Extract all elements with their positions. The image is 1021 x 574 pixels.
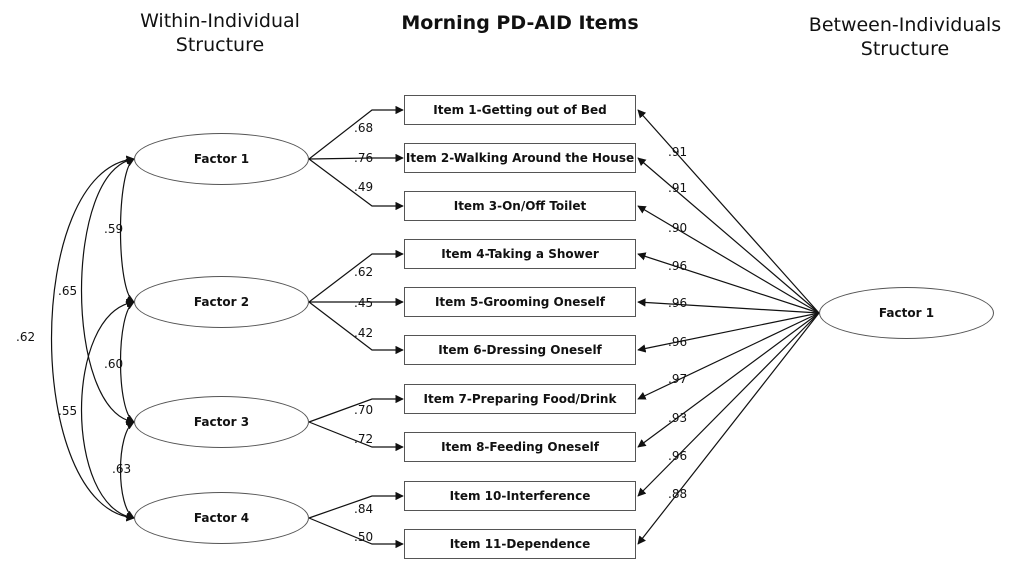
item-box-3: Item 3-On/Off Toilet <box>404 191 636 221</box>
within-loading-label: .84 <box>354 502 374 516</box>
between-factor-1: Factor 1 <box>819 287 994 339</box>
within-factor-2: Factor 2 <box>134 276 309 328</box>
between-loading-arrow <box>637 157 820 314</box>
within-loading-arrow <box>308 105 404 160</box>
between-structure-header: Between-Individuals Structure <box>808 14 1002 60</box>
between-loading-label: .96 <box>668 259 688 273</box>
within-loading-arrow <box>308 158 404 211</box>
item-box-8: Item 8-Feeding Oneself <box>404 432 636 462</box>
within-loading-label: .50 <box>354 530 374 544</box>
within-loading-arrow <box>308 517 404 549</box>
item-box-5: Item 5-Grooming Oneself <box>404 287 636 317</box>
correlation-label: .60 <box>104 357 124 371</box>
between-loading-label: .88 <box>668 487 688 501</box>
correlation-curve <box>50 155 135 522</box>
between-loading-arrow <box>637 312 820 353</box>
within-loading-label: .62 <box>354 265 374 279</box>
within-loading-label: .72 <box>354 432 374 446</box>
correlation-label: .59 <box>104 222 124 236</box>
within-loading-label: .45 <box>354 296 374 310</box>
between-loading-arrow <box>637 312 820 448</box>
between-loading-label: .90 <box>668 221 688 235</box>
item-box-7: Item 7-Preparing Food/Drink <box>404 384 636 414</box>
item-box-1: Item 1-Getting out of Bed <box>404 95 636 125</box>
between-loading-arrow <box>637 312 820 497</box>
within-factor-1: Factor 1 <box>134 133 309 185</box>
item-box-2: Item 2-Walking Around the House <box>404 143 636 173</box>
item-box-10: Item 10-Interference <box>404 481 636 511</box>
between-loading-label: .96 <box>668 296 688 310</box>
between-loading-label: .91 <box>668 181 688 195</box>
within-loading-label: .42 <box>354 326 374 340</box>
within-loading-arrow <box>308 421 404 452</box>
item-box-6: Item 6-Dressing Oneself <box>404 335 636 365</box>
between-loading-label: .93 <box>668 411 688 425</box>
between-loading-label: .96 <box>668 449 688 463</box>
items-header: Morning PD-AID Items <box>401 12 639 34</box>
between-loading-arrow <box>637 312 820 545</box>
correlation-label: .62 <box>16 330 36 344</box>
within-structure-header: Within-Individual Structure <box>140 10 300 56</box>
within-factor-3: Factor 3 <box>134 396 309 448</box>
between-loading-label: .96 <box>668 335 688 349</box>
correlation-curve <box>81 298 135 522</box>
correlation-label: .65 <box>58 284 78 298</box>
within-loading-arrow <box>308 491 404 519</box>
within-loading-arrow <box>308 301 404 355</box>
within-loading-label: .76 <box>354 151 374 165</box>
within-factor-4: Factor 4 <box>134 492 309 544</box>
correlation-curve <box>80 155 135 426</box>
between-loading-label: .97 <box>668 372 688 386</box>
correlation-label: .55 <box>58 404 78 418</box>
between-loading-arrow <box>637 312 820 400</box>
within-loading-label: .68 <box>354 121 374 135</box>
within-loading-label: .70 <box>354 403 374 417</box>
between-loading-arrow <box>637 205 820 314</box>
item-box-11: Item 11-Dependence <box>404 529 636 559</box>
between-loading-arrow <box>637 298 820 314</box>
within-loading-arrow <box>308 249 404 303</box>
item-box-4: Item 4-Taking a Shower <box>404 239 636 269</box>
within-loading-arrow <box>308 394 404 423</box>
within-loading-label: .49 <box>354 180 374 194</box>
between-loading-label: .91 <box>668 145 688 159</box>
between-loading-arrow <box>637 109 820 314</box>
within-loading-arrow <box>308 153 404 163</box>
correlation-label: .63 <box>112 462 132 476</box>
between-loading-arrow <box>637 252 820 314</box>
